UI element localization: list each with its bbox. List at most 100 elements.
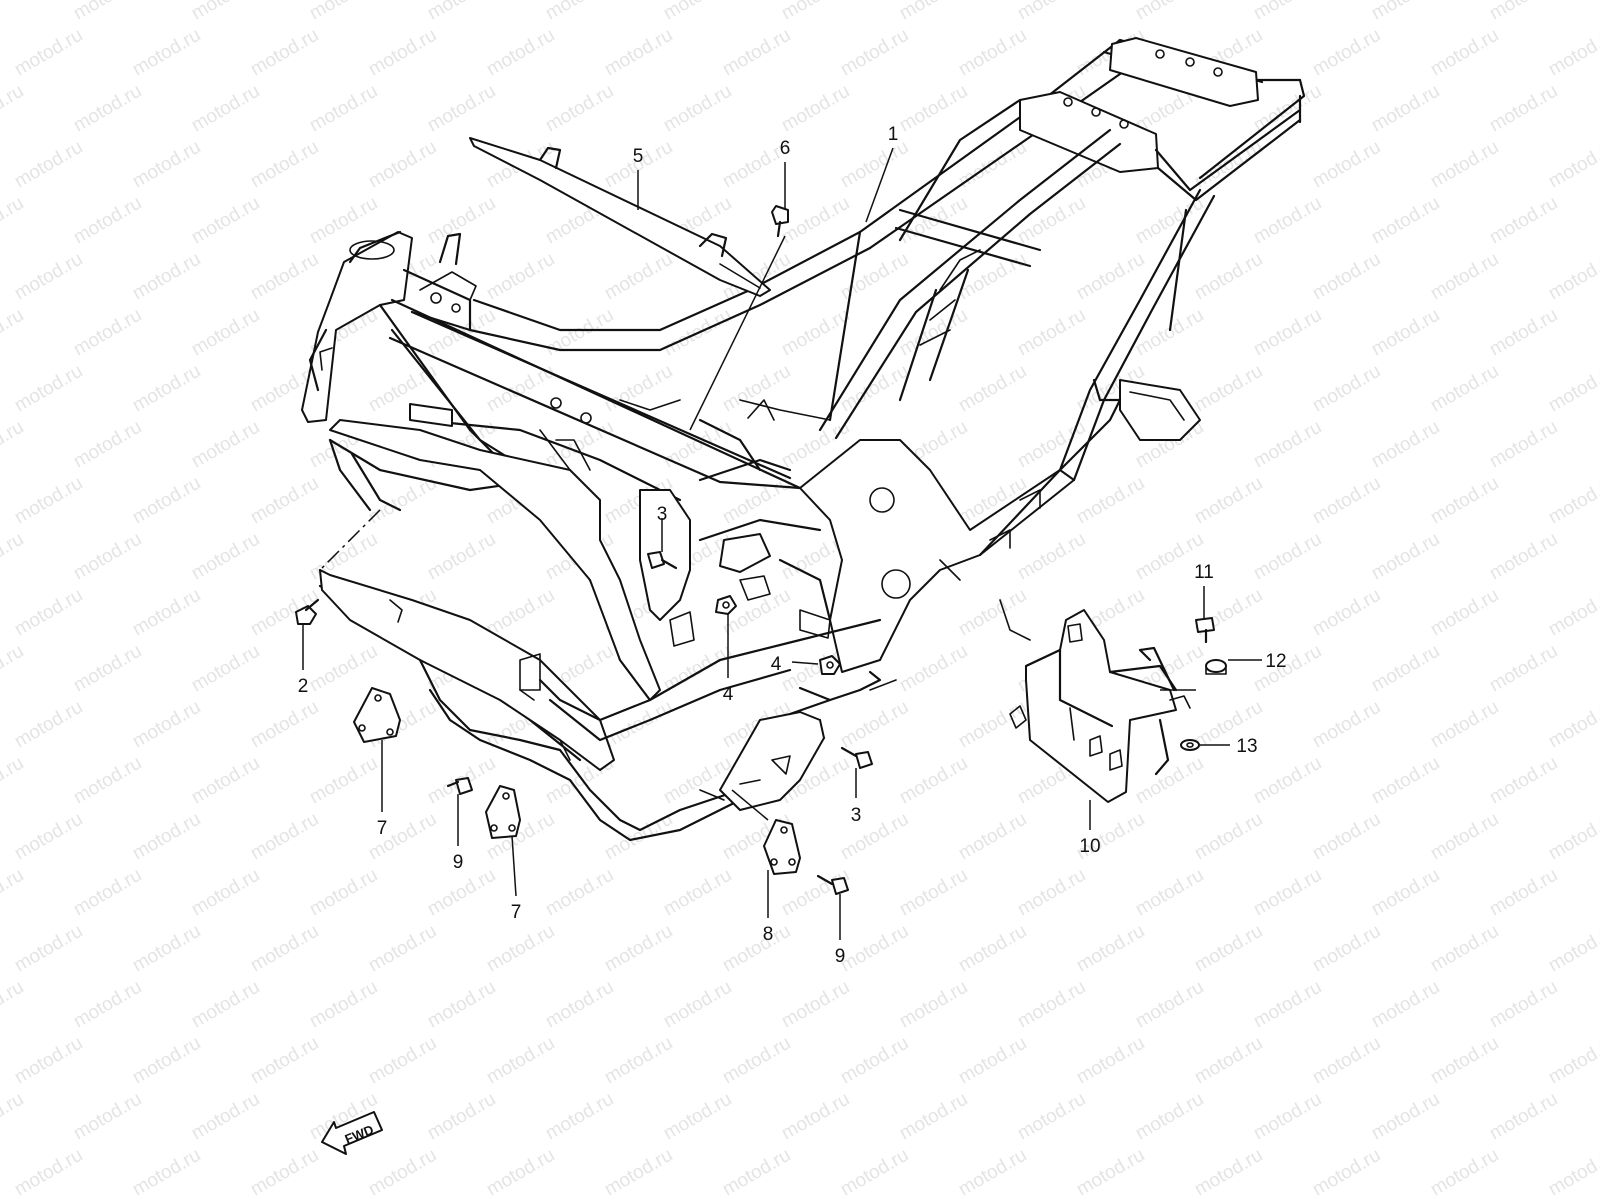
- watermark-text: motod.ru: [1545, 809, 1600, 865]
- watermark-text: motod.ru: [247, 249, 322, 305]
- watermark-text: motod.ru: [955, 361, 1030, 417]
- watermark-text: motod.ru: [837, 25, 912, 81]
- callout-nut-4-lower: 4: [771, 654, 782, 675]
- watermark-text: motod.ru: [1427, 697, 1502, 753]
- callout-bolt-3-lower: 3: [851, 805, 862, 826]
- watermark-text: motod.ru: [601, 1145, 676, 1200]
- watermark-text: motod.ru: [1545, 585, 1600, 641]
- watermark-text: motod.ru: [896, 0, 971, 24]
- watermark-text: motod.ru: [129, 1145, 204, 1200]
- watermark-text: motod.ru: [0, 1089, 27, 1145]
- watermark-text: motod.ru: [1427, 473, 1502, 529]
- callout-plate-7-right: 7: [511, 902, 522, 923]
- frame-drawing: [301, 37, 1306, 842]
- watermark-text: motod.ru: [1191, 1033, 1266, 1089]
- watermark-text: motod.ru: [188, 977, 263, 1033]
- watermark-text: motod.ru: [11, 25, 86, 81]
- watermark-text: motod.ru: [424, 865, 499, 921]
- watermark-text: motod.ru: [896, 641, 971, 697]
- watermark-text: motod.ru: [247, 697, 322, 753]
- watermark-text: motod.ru: [129, 137, 204, 193]
- watermark-text: motod.ru: [247, 25, 322, 81]
- watermark-text: motod.ru: [1250, 753, 1325, 809]
- watermark-text: motod.ru: [129, 1033, 204, 1089]
- watermark-text: motod.ru: [1427, 809, 1502, 865]
- watermark-text: motod.ru: [778, 305, 853, 361]
- watermark-text: motod.ru: [1486, 193, 1561, 249]
- watermark-text: motod.ru: [0, 81, 27, 137]
- watermark-text: motod.ru: [247, 473, 322, 529]
- callout-bolt-9-left: 9: [453, 852, 464, 873]
- watermark-text: motod.ru: [1132, 305, 1207, 361]
- watermark-text: motod.ru: [542, 0, 617, 24]
- watermark-text: motod.ru: [306, 0, 381, 24]
- watermark-text: motod.ru: [1309, 249, 1384, 305]
- watermark-text: motod.ru: [70, 193, 145, 249]
- watermark-text: motod.ru: [1368, 81, 1443, 137]
- watermark-text: motod.ru: [1073, 921, 1148, 977]
- fastener-drawings: [295, 205, 1227, 895]
- watermark-text: motod.ru: [1368, 417, 1443, 473]
- watermark-text: motod.ru: [896, 753, 971, 809]
- battery-box-drawing: [1009, 609, 1191, 803]
- watermark-text: motod.ru: [483, 1145, 558, 1200]
- watermark-text: motod.ru: [1427, 921, 1502, 977]
- watermark-text: motod.ru: [1427, 1145, 1502, 1200]
- watermark-text: motod.ru: [1191, 809, 1266, 865]
- watermark-text: motod.ru: [778, 1089, 853, 1145]
- watermark-text: motod.ru: [129, 249, 204, 305]
- callout-nut-4-upper: 4: [723, 684, 734, 705]
- callout-bolt-6: 6: [780, 138, 791, 159]
- watermark-text: motod.ru: [1309, 361, 1384, 417]
- watermark-text: motod.ru: [1250, 641, 1325, 697]
- watermark-text: motod.ru: [0, 977, 27, 1033]
- watermark-text: motod.ru: [1191, 921, 1266, 977]
- watermark-text: motod.ru: [11, 473, 86, 529]
- watermark-text: motod.ru: [1014, 417, 1089, 473]
- watermark-text: motod.ru: [1073, 473, 1148, 529]
- watermark-text: motod.ru: [188, 753, 263, 809]
- watermark-text: motod.ru: [1486, 865, 1561, 921]
- watermark-text: motod.ru: [1250, 865, 1325, 921]
- watermark-text: motod.ru: [955, 1145, 1030, 1200]
- watermark-text: motod.ru: [70, 305, 145, 361]
- fwd-arrow-icon: [321, 1111, 383, 1155]
- watermark-text: motod.ru: [1073, 1033, 1148, 1089]
- watermark-text: motod.ru: [1309, 1145, 1384, 1200]
- watermark-text: motod.ru: [1545, 473, 1600, 529]
- watermark-text: motod.ru: [424, 529, 499, 585]
- watermark-text: motod.ru: [1014, 865, 1089, 921]
- watermark-text: motod.ru: [837, 361, 912, 417]
- watermark-text: motod.ru: [1368, 641, 1443, 697]
- watermark-text: motod.ru: [1014, 193, 1089, 249]
- watermark-text: motod.ru: [247, 137, 322, 193]
- watermark-text: motod.ru: [483, 361, 558, 417]
- watermark-text: motod.ru: [129, 361, 204, 417]
- watermark-text: motod.ru: [542, 81, 617, 137]
- watermark-text: motod.ru: [129, 25, 204, 81]
- watermark-text: motod.ru: [188, 305, 263, 361]
- watermark-text: motod.ru: [424, 977, 499, 1033]
- watermark-text: motod.ru: [896, 81, 971, 137]
- watermark-text: motod.ru: [70, 0, 145, 24]
- watermark-text: motod.ru: [188, 641, 263, 697]
- watermark-text: motod.ru: [1427, 1033, 1502, 1089]
- watermark-text: motod.ru: [1309, 921, 1384, 977]
- watermark-text: motod.ru: [129, 473, 204, 529]
- watermark-text: motod.ru: [542, 1089, 617, 1145]
- callout-bolt-2: 2: [298, 676, 309, 697]
- watermark-text: motod.ru: [1309, 25, 1384, 81]
- watermark-text: motod.ru: [1132, 1089, 1207, 1145]
- watermark-text: motod.ru: [601, 361, 676, 417]
- watermark-text: motod.ru: [955, 585, 1030, 641]
- watermark-text: motod.ru: [1545, 697, 1600, 753]
- watermark-text: motod.ru: [896, 305, 971, 361]
- watermark-text: motod.ru: [601, 25, 676, 81]
- watermark-text: motod.ru: [0, 865, 27, 921]
- watermark-text: motod.ru: [1073, 1145, 1148, 1200]
- watermark-text: motod.ru: [660, 0, 735, 24]
- watermark-text: motod.ru: [1545, 1033, 1600, 1089]
- watermark-text: motod.ru: [660, 865, 735, 921]
- callout-bolt-9-right: 9: [835, 946, 846, 967]
